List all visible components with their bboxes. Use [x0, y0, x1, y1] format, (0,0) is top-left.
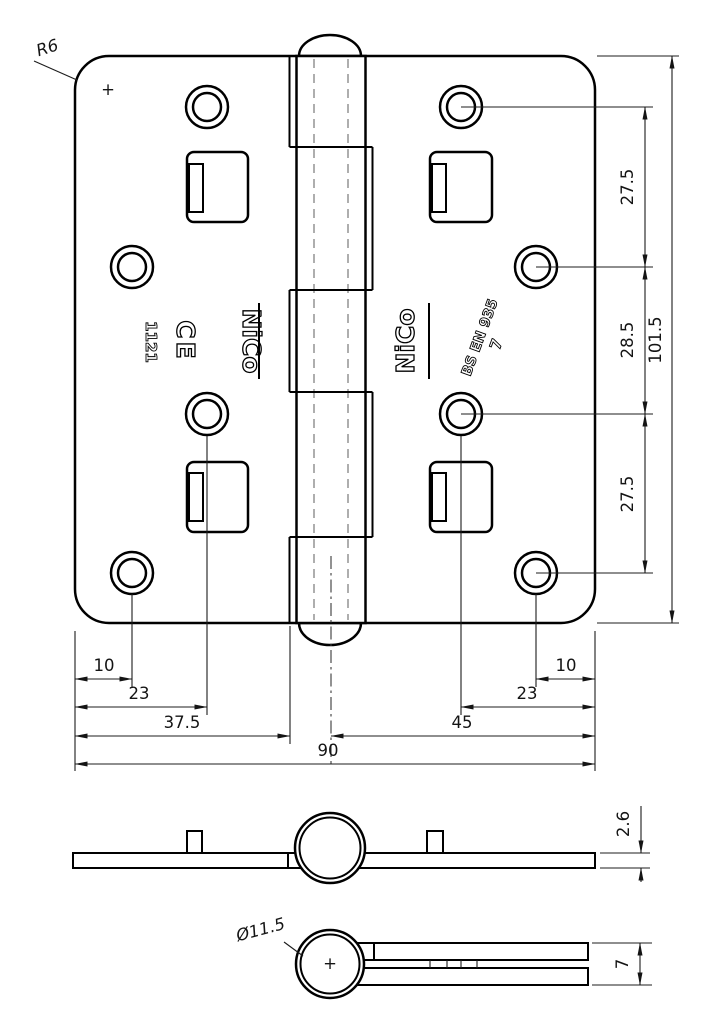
dim-overall-height: 101.5 — [646, 316, 665, 363]
pin-cap-bottom — [297, 621, 363, 647]
dim-left-leaf-width: 37.5 — [164, 713, 201, 732]
closed-thickness-dimension: 7 — [592, 942, 652, 986]
brand-logo-right: NiCo — [391, 308, 420, 373]
dim-right-hole-column: 23 — [517, 684, 538, 703]
knuckle-diameter-label: Ø11.5 — [233, 914, 287, 945]
side-view: 2.6 — [72, 806, 650, 885]
vertical-dimensions: 27.5 28.5 27.5 101.5 — [461, 55, 679, 624]
dim-right-hole-offset: 10 — [556, 656, 577, 675]
knuckle-center-mark: + — [323, 954, 337, 973]
screw-hole-inner — [191, 398, 223, 430]
top-leaf-profile — [343, 942, 589, 961]
ce-mark-stamp: CE — [171, 320, 200, 361]
dim-overall-width: 90 — [318, 741, 339, 760]
diameter-leader-line — [283, 941, 304, 957]
knuckle-profile-inner — [298, 816, 362, 880]
thickness-dimension: 2.6 — [600, 806, 650, 882]
stud-tab-right — [426, 830, 444, 854]
brand-logo-left: NiCo — [237, 308, 266, 373]
knuckle-folded-inner — [299, 933, 361, 995]
ce-number-stamp: 1121 — [142, 321, 160, 363]
front-view: 1121 CE NiCo NiCo BS EN 935 7 R6 + — [33, 33, 679, 771]
dim-hole-spacing-top: 27.5 — [618, 169, 637, 206]
dim-closed-thickness: 7 — [613, 959, 632, 970]
knuckle-column — [295, 54, 367, 625]
dim-hole-spacing-bottom: 27.5 — [618, 476, 637, 513]
horizontal-dimensions: 10 23 37.5 45 23 10 90 — [74, 436, 596, 771]
dim-left-hole-column: 23 — [129, 684, 150, 703]
dim-leaf-thickness: 2.6 — [614, 811, 633, 837]
radius-leader-line — [33, 60, 78, 81]
square-hole-tab — [188, 163, 204, 213]
stud-tab-left — [186, 830, 203, 854]
dim-hole-spacing-middle: 28.5 — [618, 322, 637, 359]
radius-label: R6 — [34, 35, 61, 60]
screw-hole-inner — [191, 91, 223, 123]
bottom-leaf-profile — [343, 967, 589, 986]
pin-cap-top — [297, 33, 363, 58]
screw-hole-inner — [116, 557, 148, 589]
corner-center-mark: + — [101, 80, 115, 99]
square-hole-tab — [188, 472, 204, 522]
knuckle-barrel — [288, 33, 374, 647]
folded-view: + Ø11.5 7 — [233, 914, 652, 1000]
screw-hole-inner — [116, 251, 148, 283]
square-hole-tab — [431, 472, 447, 522]
dim-left-hole-offset: 10 — [94, 656, 115, 675]
dim-right-half-width: 45 — [452, 713, 473, 732]
square-hole-tab — [431, 163, 447, 213]
screw-holes-left — [109, 84, 230, 596]
diameter-callout: Ø11.5 — [233, 914, 304, 957]
